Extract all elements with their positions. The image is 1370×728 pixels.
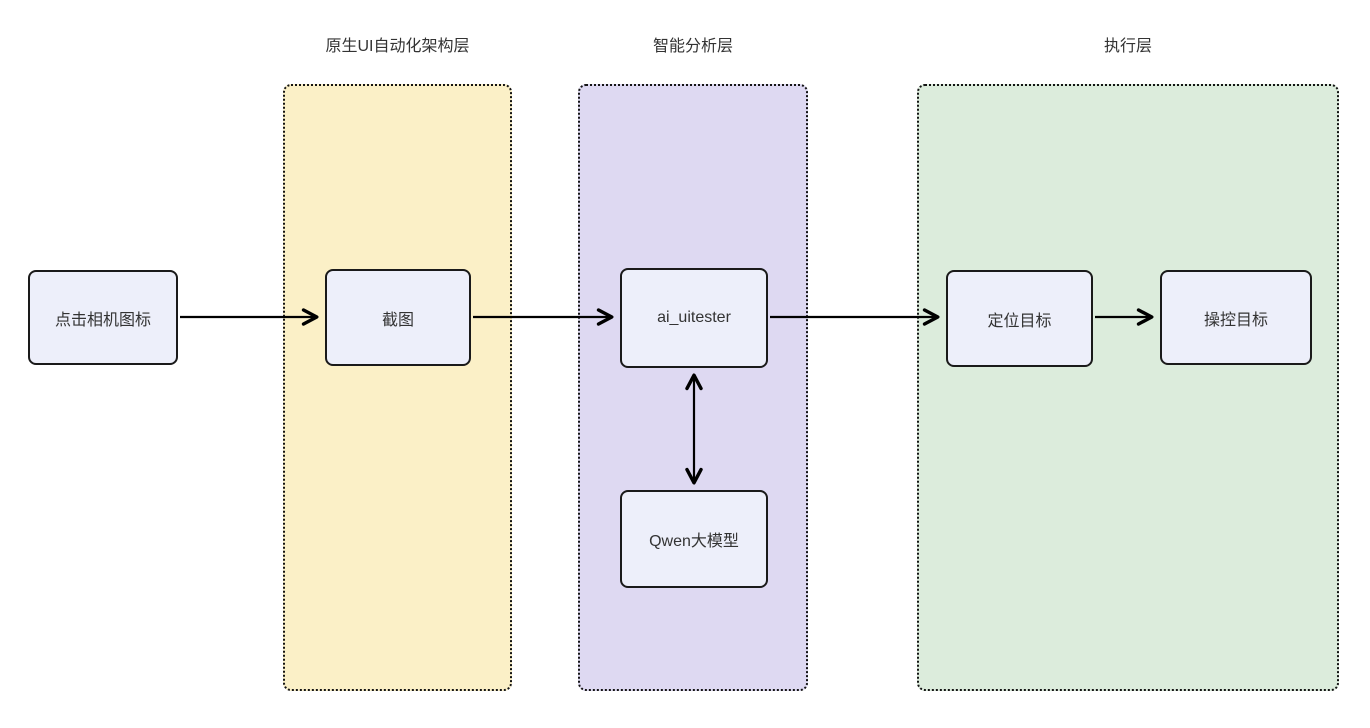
node-locate-target-label: 定位目标: [987, 312, 1052, 330]
node-ai-uitester-label: ai_uitester: [657, 309, 731, 326]
node-qwen-model-label: Qwen大模型: [649, 533, 739, 550]
layer-container-intelligent-analysis: [578, 84, 808, 691]
node-ai-uitester: ai_uitester: [620, 268, 768, 368]
node-control-target: 操控目标: [1160, 270, 1312, 365]
layer-title-native-ui-automation: 原生UI自动化架构层: [325, 38, 470, 55]
layer-container-native-ui-automation: [283, 84, 512, 691]
layer-title-intelligent-analysis: 智能分析层: [652, 38, 733, 55]
node-screenshot-label: 截图: [381, 311, 414, 329]
node-qwen-model: Qwen大模型: [620, 490, 768, 588]
node-control-target-label: 操控目标: [1203, 311, 1268, 329]
node-locate-target: 定位目标: [946, 270, 1093, 367]
layer-title-execution: 执行层: [1103, 38, 1152, 55]
node-click-camera-label: 点击相机图标: [54, 311, 151, 329]
layer-container-execution: [917, 84, 1339, 691]
node-screenshot: 截图: [325, 269, 471, 366]
node-click-camera-icon: 点击相机图标: [28, 270, 178, 365]
